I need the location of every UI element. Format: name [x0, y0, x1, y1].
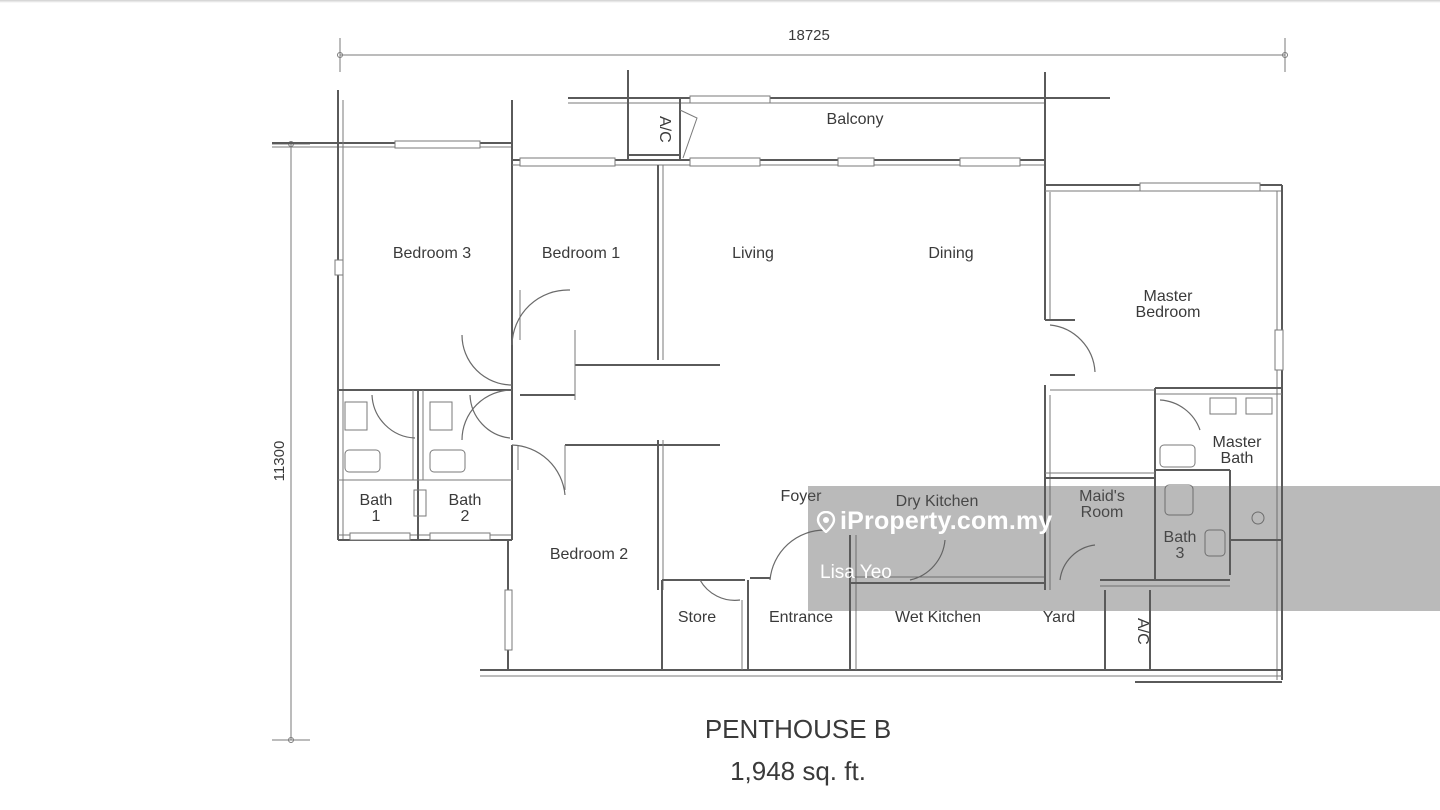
- fixtures: [344, 401, 1265, 557]
- bedroom3-label: Bedroom 3: [393, 245, 471, 262]
- watermark-logo-text: iProperty.com.my: [840, 507, 1053, 535]
- top-shadow: [0, 0, 1440, 3]
- room-labels: A/C Balcony Bedroom 3 Bedroom 1 Living D…: [360, 111, 1263, 645]
- entrance-label: Entrance: [769, 609, 833, 626]
- windows: [334, 95, 1284, 651]
- balcony-label: Balcony: [827, 111, 884, 128]
- living-label: Living: [732, 245, 774, 262]
- bath3-label-line2: 3: [1176, 545, 1185, 562]
- master-bedroom-label-line2: Bedroom: [1136, 304, 1201, 321]
- maids-room-label-line2: Room: [1081, 504, 1124, 521]
- bedroom1-label: Bedroom 1: [542, 245, 620, 262]
- dry-kitchen-label: Dry Kitchen: [896, 493, 979, 510]
- store-label: Store: [678, 609, 716, 626]
- ac-top-label: A/C: [656, 116, 673, 143]
- ac-bottom-label: A/C: [1134, 618, 1151, 645]
- interior-walls: [338, 98, 1282, 670]
- wet-kitchen-label: Wet Kitchen: [895, 609, 981, 626]
- width-dimension-line: [337, 38, 1288, 72]
- watermark-logo: iProperty.com.my: [816, 507, 1053, 536]
- plan-area: 1,948 sq. ft.: [730, 756, 866, 786]
- bath1-label-line1: Bath: [360, 492, 393, 509]
- master-bath-label-line1: Master: [1213, 434, 1263, 451]
- foyer-label: Foyer: [781, 488, 823, 505]
- dining-label: Dining: [928, 245, 973, 262]
- watermark-agent-name: Lisa Yeo: [820, 562, 892, 583]
- bath2-label-line1: Bath: [449, 492, 482, 509]
- width-dimension-label: 18725: [788, 27, 830, 44]
- bedroom2-label: Bedroom 2: [550, 546, 628, 563]
- master-bedroom-label-line1: Master: [1144, 288, 1194, 305]
- bath3-label-line1: Bath: [1164, 529, 1197, 546]
- bath1-label-line2: 1: [372, 508, 381, 525]
- master-bath-label-line2: Bath: [1221, 450, 1254, 467]
- bath2-label-line2: 2: [461, 508, 470, 525]
- watermark-band: [808, 486, 1440, 611]
- plan-title: PENTHOUSE B: [705, 714, 891, 744]
- height-dimension-label: 11300: [271, 441, 288, 482]
- location-pin-icon: [816, 510, 836, 533]
- yard-label: Yard: [1043, 609, 1076, 626]
- doors: [371, 289, 1201, 601]
- maids-room-label-line1: Maid's: [1079, 488, 1125, 505]
